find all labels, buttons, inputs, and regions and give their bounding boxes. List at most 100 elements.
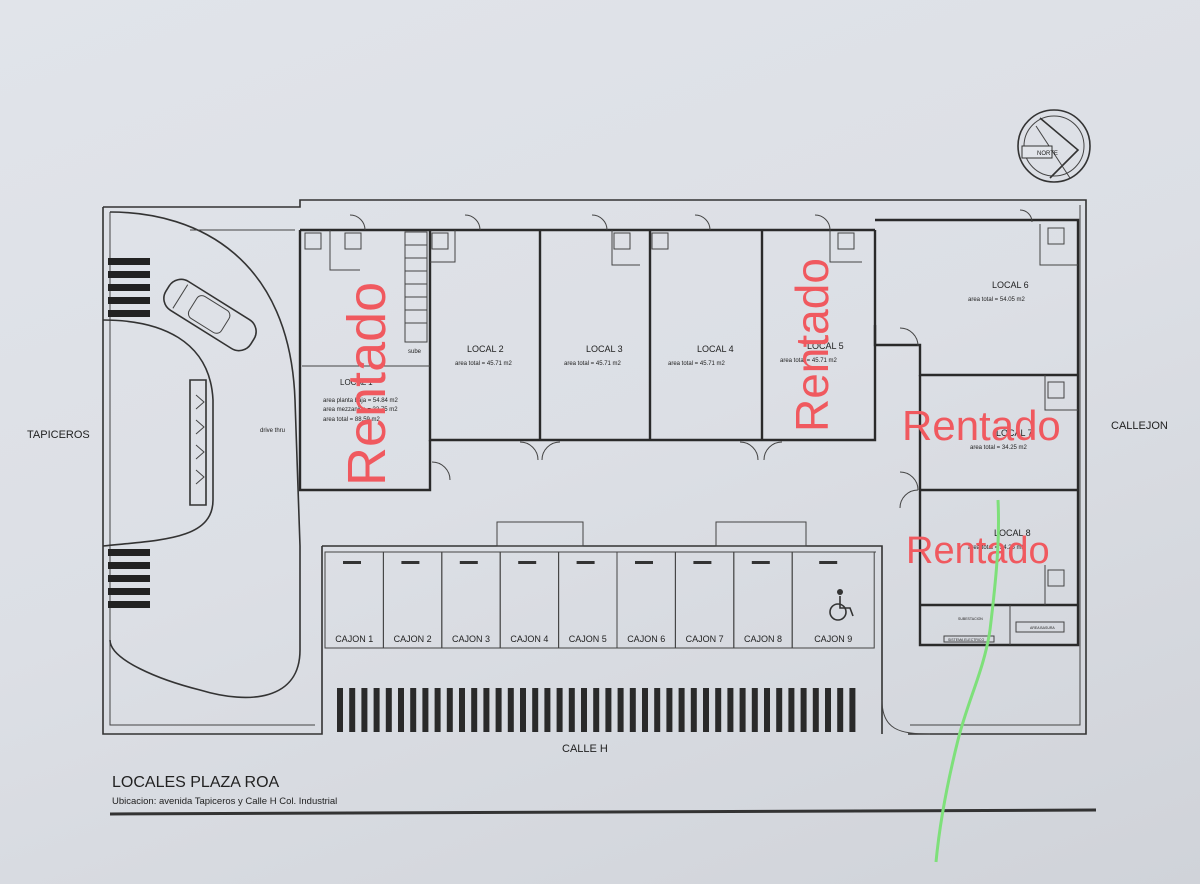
parking-label: CAJON 3 [452,634,490,644]
crosswalk-stripe [361,688,368,732]
parking-label: CAJON 2 [394,634,432,644]
service-room-3: AREA BASURA [1030,626,1055,630]
street-left-label: TAPICEROS [27,429,90,441]
drive-thru-label: drive thru [260,428,285,434]
crosswalk-bottom [337,688,856,732]
crosswalk-stripe [593,688,600,732]
crosswalk-stripe [507,688,514,732]
local-2-area: area total = 45.71 m2 [455,361,513,367]
crosswalk-stripe [532,688,539,732]
parking-label: CAJON 6 [627,634,665,644]
crosswalk-stripe [349,688,356,732]
crosswalk-stripe [727,688,734,732]
parking-label: CAJON 7 [686,634,724,644]
planters [496,521,807,547]
stair-label: sube [408,349,422,355]
local-5-name: LOCAL 5 [807,341,844,351]
crosswalk-stripe [617,688,624,732]
north-arrow-icon [1017,109,1091,183]
local-5-area: area total = 45.71 m2 [780,358,838,364]
crosswalk-stripe [642,688,648,732]
wheel-stop [635,561,653,564]
plan-subtitle: Ubicacion: avenida Tapiceros y Calle H C… [112,796,338,807]
title-rule [109,808,1097,816]
wheel-stop [343,561,361,564]
plan-title: LOCALES PLAZA ROA [112,774,280,791]
local-6-name: LOCAL 6 [992,280,1029,290]
service-room-1: SUBESTACION [958,617,983,621]
crosswalk-stripe [581,688,587,732]
wheel-stop [693,561,712,564]
car-icon [163,278,257,352]
crosswalk-stripe [654,688,661,732]
crosswalk-stripe [837,688,844,732]
crosswalk-stripe [849,688,856,732]
local-1-line-2: area mezzanine = 33.75 m2 [323,407,398,413]
crosswalk-stripe [678,688,685,732]
crosswalk-stripe [715,688,722,732]
north-label: NORTE [1037,151,1058,157]
wheel-stop [401,561,420,564]
local-3-area: area total = 45.71 m2 [564,361,622,367]
local-4-name: LOCAL 4 [697,344,734,354]
parking-label: CAJON 4 [510,634,548,644]
local-6-area: area total = 54.05 m2 [968,297,1026,303]
crosswalk-stripe [825,688,831,732]
rentado-stamp-local-8: Rentado [906,530,1050,572]
crosswalk-stripe [544,688,551,732]
wheel-stop [819,561,838,564]
crosswalk-stripe [690,688,697,732]
crosswalk-stripe [471,688,478,732]
crosswalk-stripe [556,688,563,732]
rentado-stamp-local-5: Rentado [786,258,838,432]
local-2-name: LOCAL 2 [467,344,504,354]
street-right-label: CALLEJON [1111,420,1168,432]
wheel-stop [518,561,537,564]
crosswalk-stripe [483,688,490,732]
wheelchair-icon [829,589,854,621]
crosswalk-stripe [629,688,636,732]
wheel-stop [576,561,595,564]
crosswalk-stripe [568,688,575,732]
crosswalk-stripe [520,688,526,732]
local-8-name: LOCAL 8 [994,528,1031,538]
wheel-stop [459,561,478,564]
stairs [404,231,428,343]
crosswalk-stripe [605,688,612,732]
crosswalk-stripe [337,688,343,732]
crosswalk-stripe [751,688,758,732]
local-7-area: area total = 34.25 m2 [970,445,1028,451]
crosswalk-stripe [812,688,819,732]
green-marker-line [934,499,1001,863]
site-outline [102,199,1087,735]
crosswalk-stripe [373,688,380,732]
service-room-2: SISTEMA ELECTRICO [948,638,984,642]
crosswalk-stripe [666,688,673,732]
parking-bay [791,551,875,649]
street-bottom-label: CALLE H [562,743,608,755]
crosswalk-stripe [776,688,783,732]
parking-label: CAJON 1 [335,634,373,644]
local-3-name: LOCAL 3 [586,344,623,354]
local-1-line-1: area planta baja = 54.84 m2 [323,398,399,404]
wheel-stop [751,561,770,564]
crosswalk-stripe [764,688,770,732]
crosswalk-stripe [398,688,404,732]
crosswalk-stripe [422,688,429,732]
crosswalk-stripe [459,688,465,732]
crosswalk-left-top [108,258,150,317]
parking-label: CAJON 9 [814,634,852,644]
local-1-name: LOCAL 1 [340,378,373,387]
crosswalk-stripe [385,688,392,732]
bathroom-fixtures [304,224,1078,605]
crosswalk-stripe [410,688,417,732]
crosswalk-stripe [788,688,795,732]
door-swings [349,209,1033,509]
local-4-area: area total = 45.71 m2 [668,361,726,367]
crosswalk-stripe [800,688,807,732]
local-7-name: LOCAL 7 [996,428,1033,438]
crosswalk-stripe [703,688,709,732]
